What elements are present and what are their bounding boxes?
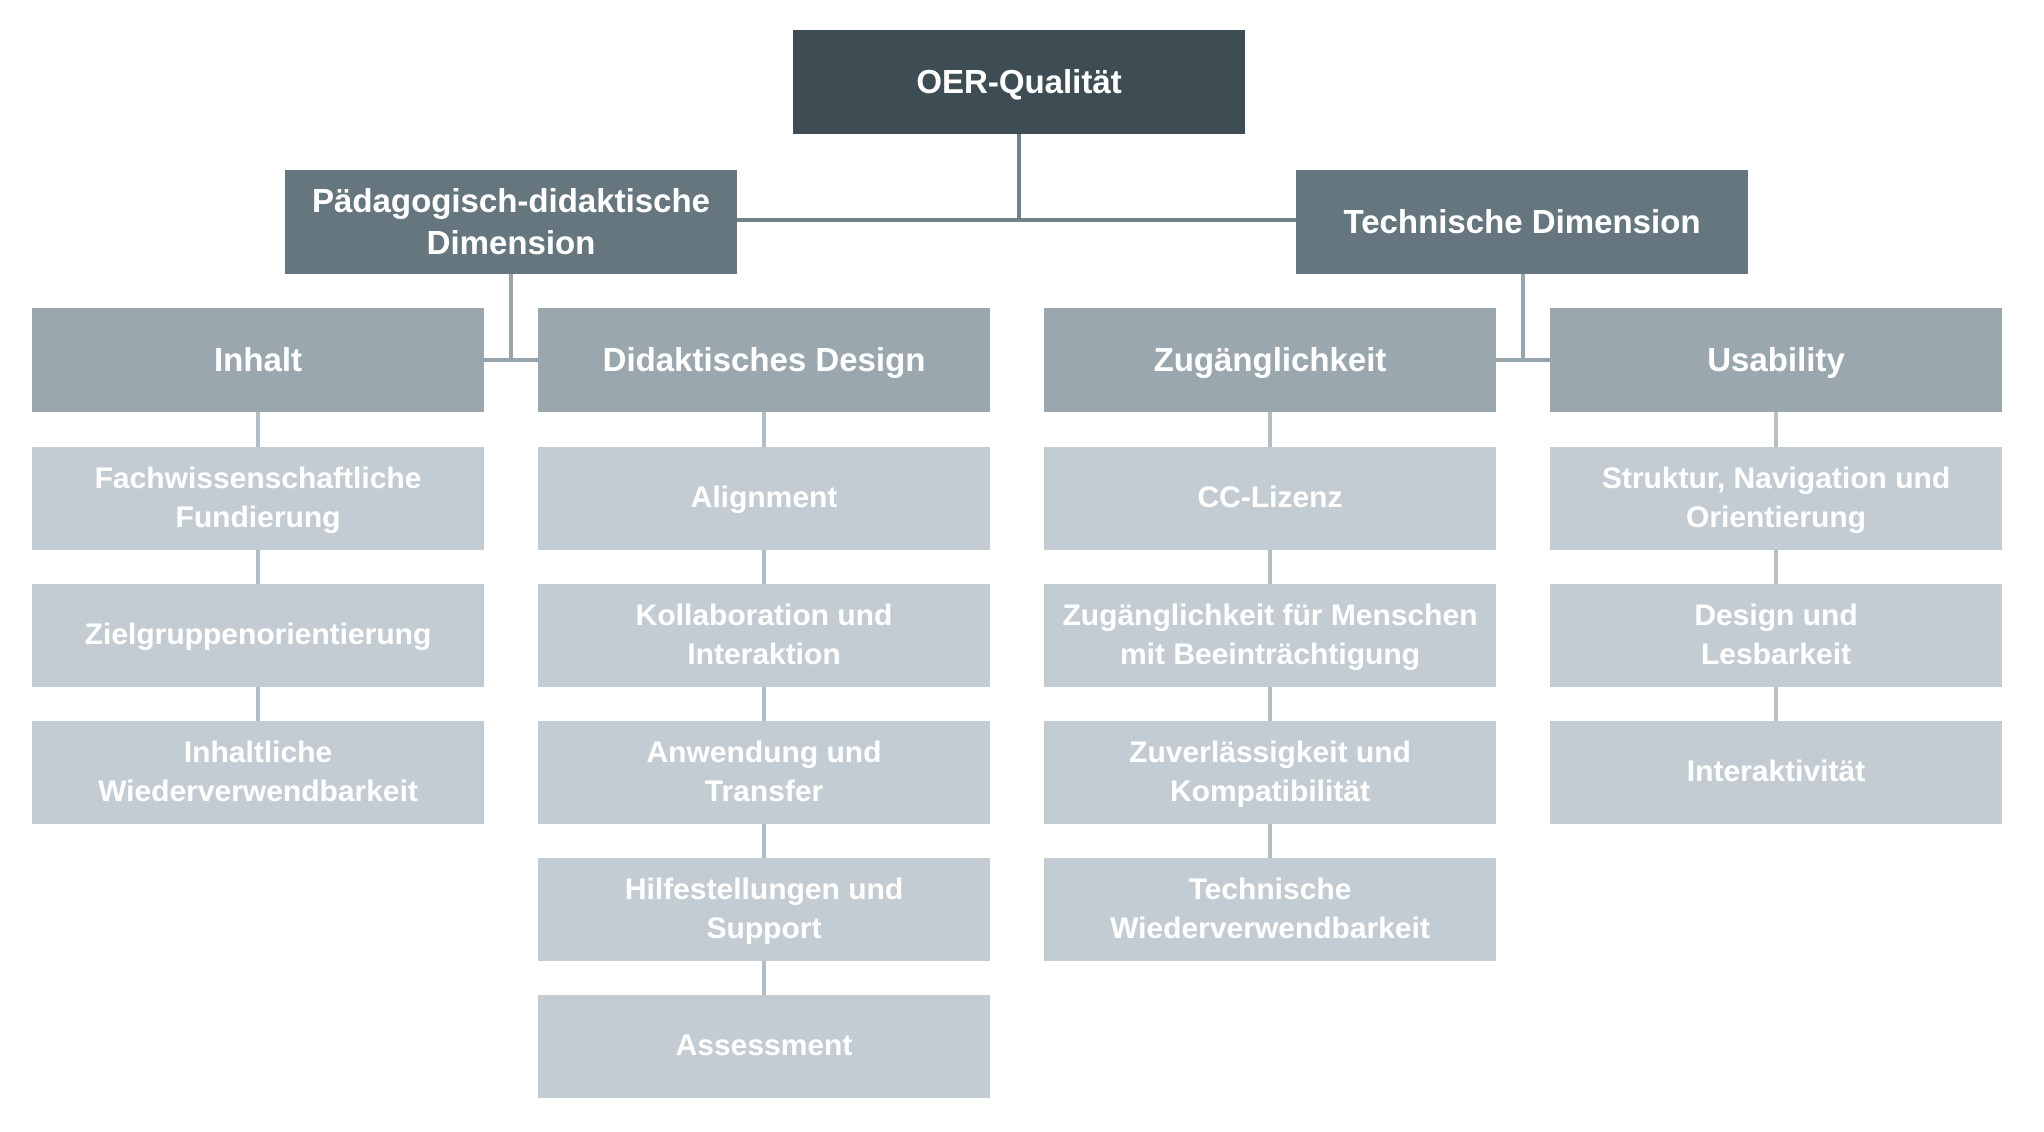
node-item-struktur-navigation-orientierung: Struktur, Navigation und Orientierung bbox=[1550, 447, 2002, 550]
connector-dim2-vertical bbox=[1521, 274, 1525, 362]
node-item-alignment: Alignment bbox=[538, 447, 990, 550]
connector-col3-seg2 bbox=[1268, 550, 1272, 584]
connector-col4-seg1 bbox=[1774, 412, 1778, 447]
connector-dim2-horizontal bbox=[1496, 358, 1550, 362]
connector-dim1-horizontal bbox=[484, 358, 538, 362]
connector-col4-seg2 bbox=[1774, 550, 1778, 584]
connector-col1-seg1 bbox=[256, 412, 260, 447]
node-root-oer-qualitaet: OER-Qualität bbox=[793, 30, 1245, 134]
node-item-zielgruppenorientierung: Zielgruppenorientierung bbox=[32, 584, 484, 687]
node-item-technische-wiederverwendbarkeit: Technische Wiederverwendbarkeit bbox=[1044, 858, 1496, 961]
node-category-zugaenglichkeit: Zugänglichkeit bbox=[1044, 308, 1496, 412]
connector-root-horizontal bbox=[737, 218, 1296, 222]
node-item-hilfestellungen-und-support: Hilfestellungen und Support bbox=[538, 858, 990, 961]
connector-col4-seg3 bbox=[1774, 687, 1778, 721]
connector-col1-seg2 bbox=[256, 550, 260, 584]
connector-dim1-vertical bbox=[509, 274, 513, 362]
node-dimension-paedagogisch-didaktisch: Pädagogisch-didaktische Dimension bbox=[285, 170, 737, 274]
node-item-zugaenglichkeit-fuer-menschen: Zugänglichkeit für Menschen mit Beeinträ… bbox=[1044, 584, 1496, 687]
node-item-cc-lizenz: CC-Lizenz bbox=[1044, 447, 1496, 550]
connector-col2-seg3 bbox=[762, 687, 766, 721]
node-item-design-und-lesbarkeit: Design und Lesbarkeit bbox=[1550, 584, 2002, 687]
node-item-fachwissenschaftliche-fundierung: Fachwissenschaftliche Fundierung bbox=[32, 447, 484, 550]
node-category-didaktisches-design: Didaktisches Design bbox=[538, 308, 990, 412]
node-category-usability: Usability bbox=[1550, 308, 2002, 412]
node-dimension-technisch: Technische Dimension bbox=[1296, 170, 1748, 274]
node-item-assessment: Assessment bbox=[538, 995, 990, 1098]
node-item-kollaboration-und-interaktion: Kollaboration und Interaktion bbox=[538, 584, 990, 687]
node-item-anwendung-und-transfer: Anwendung und Transfer bbox=[538, 721, 990, 824]
node-category-inhalt: Inhalt bbox=[32, 308, 484, 412]
connector-root-vertical bbox=[1017, 134, 1021, 222]
connector-col2-seg1 bbox=[762, 412, 766, 447]
node-item-interaktivitaet: Interaktivität bbox=[1550, 721, 2002, 824]
node-item-inhaltliche-wiederverwendbarkeit: Inhaltliche Wiederverwendbarkeit bbox=[32, 721, 484, 824]
connector-col2-seg4 bbox=[762, 824, 766, 858]
connector-col3-seg1 bbox=[1268, 412, 1272, 447]
connector-col3-seg3 bbox=[1268, 687, 1272, 721]
connector-col2-seg5 bbox=[762, 961, 766, 995]
connector-col1-seg3 bbox=[256, 687, 260, 721]
connector-col3-seg4 bbox=[1268, 824, 1272, 858]
node-item-zuverlaessigkeit-und-kompatibilitaet: Zuverlässigkeit und Kompatibilität bbox=[1044, 721, 1496, 824]
connector-col2-seg2 bbox=[762, 550, 766, 584]
